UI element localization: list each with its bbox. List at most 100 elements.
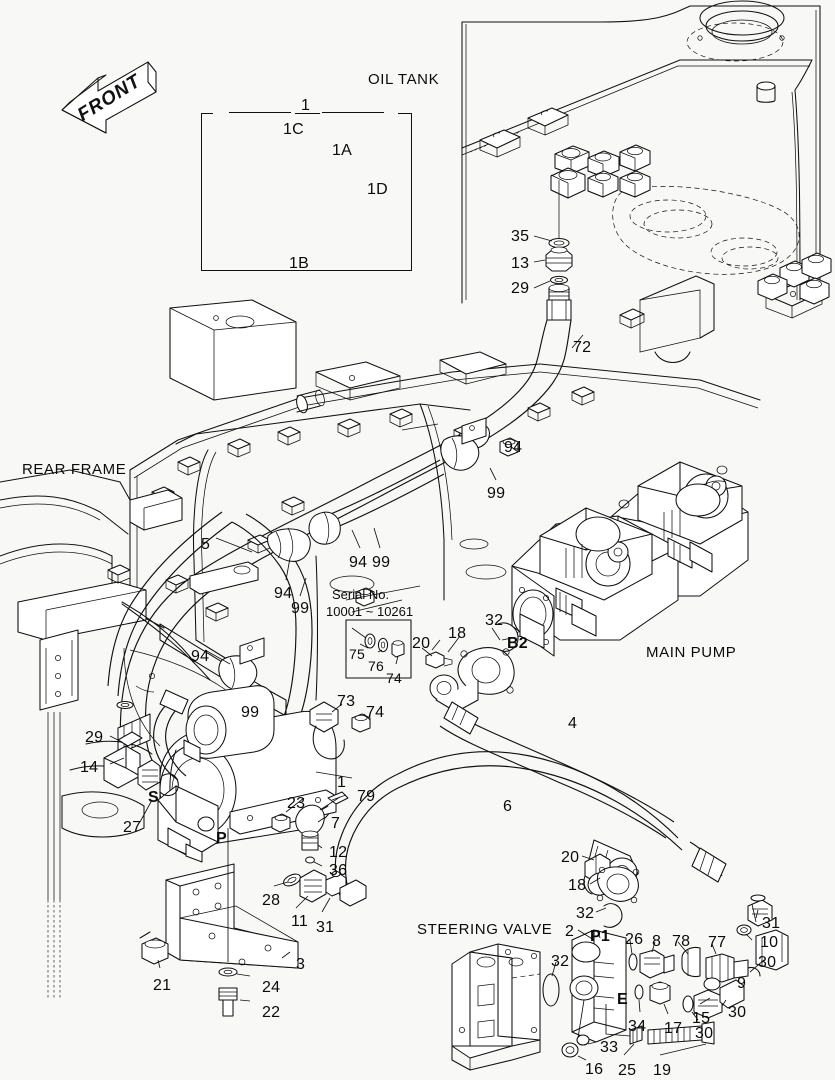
main-pump-assembly bbox=[511, 461, 749, 657]
washer-24 bbox=[218, 967, 251, 977]
hoses-4-and-6 bbox=[334, 701, 727, 903]
callout-76: 76 bbox=[368, 658, 384, 674]
callout-15-58: 15 bbox=[692, 1010, 711, 1027]
leader-lines-frame bbox=[204, 445, 519, 723]
callout-1D: 1D bbox=[367, 181, 388, 198]
callout-2-42: 2 bbox=[565, 923, 575, 940]
callout-19-62: 19 bbox=[653, 1062, 672, 1079]
mounting-bracket-3 bbox=[165, 863, 299, 969]
callout-28-32: 28 bbox=[262, 892, 281, 909]
callout-20-39: 20 bbox=[561, 849, 580, 866]
section-label-steering-valve: STEERING VALVE bbox=[417, 921, 553, 938]
callout-79-27: 79 bbox=[357, 788, 376, 805]
callout-78-46: 78 bbox=[672, 933, 691, 950]
callout-29-21: 29 bbox=[85, 729, 104, 746]
callout-24-37: 24 bbox=[262, 979, 281, 996]
callout-32-13: 32 bbox=[485, 612, 504, 629]
front-arrow-icon bbox=[61, 61, 157, 134]
callout-b2-16: B2 bbox=[507, 635, 528, 652]
bolt-21 bbox=[139, 931, 169, 969]
callout-94-7: 94 bbox=[349, 554, 368, 571]
callout-6-20: 6 bbox=[503, 798, 513, 815]
detail-box-rule-dash-left bbox=[229, 112, 291, 114]
callout-17-56: 17 bbox=[664, 1020, 683, 1037]
pump-inlet-flange-group bbox=[421, 622, 519, 713]
callout-3-35: 3 bbox=[296, 956, 306, 973]
callout-36-31: 36 bbox=[329, 862, 348, 879]
callout-18-40: 18 bbox=[568, 877, 587, 894]
pressure-switch-7 bbox=[295, 791, 349, 867]
hose-5 bbox=[107, 417, 519, 733]
section-label-rear-frame: REAR FRAME bbox=[22, 461, 127, 478]
leader-lines-tank bbox=[533, 235, 584, 349]
callout-s-23: S bbox=[148, 789, 159, 806]
callout-32-41: 32 bbox=[576, 905, 595, 922]
callout-e-54: E bbox=[617, 991, 628, 1008]
eyelet-bracket-73 bbox=[309, 701, 371, 760]
callout-31-49: 31 bbox=[762, 915, 781, 932]
serial-no-label: Serial No. bbox=[332, 587, 390, 602]
callout-23-26: 23 bbox=[287, 795, 306, 812]
callout-21-36: 21 bbox=[153, 977, 172, 994]
section-label-main-pump: MAIN PUMP bbox=[646, 644, 737, 661]
detail-box-title-rule-left bbox=[213, 113, 295, 115]
callout-20-15: 20 bbox=[412, 635, 431, 652]
tank-inspection-plates bbox=[612, 185, 800, 275]
callout-34-55: 34 bbox=[628, 1018, 647, 1035]
callout-32-53: 32 bbox=[551, 953, 570, 970]
leader-lines-pump bbox=[109, 735, 353, 838]
callout-1A: 1A bbox=[332, 142, 352, 159]
callout-75: 75 bbox=[349, 646, 365, 662]
serial-no-box-contents bbox=[345, 619, 412, 679]
callout-10-50: 10 bbox=[760, 934, 779, 951]
callout-1B: 1B bbox=[289, 255, 309, 272]
callout-94-11: 94 bbox=[191, 648, 210, 665]
elbow-fitting-14 bbox=[103, 700, 179, 797]
callout-18-14: 18 bbox=[448, 625, 467, 642]
pump-assembly-detail-box bbox=[201, 113, 412, 271]
callout-72-3: 72 bbox=[573, 339, 592, 356]
callout-13-1: 13 bbox=[511, 255, 530, 272]
callout-4-19: 4 bbox=[568, 715, 578, 732]
callout-8-45: 8 bbox=[652, 933, 662, 950]
callout-22-38: 22 bbox=[262, 1004, 281, 1021]
callout-30-57: 30 bbox=[695, 1025, 714, 1042]
callout-16-60: 16 bbox=[585, 1061, 604, 1078]
callout-11-33: 11 bbox=[291, 913, 309, 930]
charge-pump-assembly bbox=[103, 685, 371, 1017]
detail-box-title-rule-right bbox=[320, 113, 398, 115]
callout-99-8: 99 bbox=[372, 554, 391, 571]
port-fittings-lower bbox=[273, 869, 367, 913]
callout-p-29: P bbox=[216, 830, 227, 847]
callout-94-9: 94 bbox=[274, 585, 293, 602]
callout-99-10: 99 bbox=[291, 600, 310, 617]
callout-29-2: 29 bbox=[511, 280, 530, 297]
callout-9-48: 9 bbox=[737, 975, 747, 992]
serial-no-range: 10001 ~ 10261 bbox=[326, 604, 414, 619]
callout-74-18: 74 bbox=[366, 704, 385, 721]
oil-tank-body bbox=[461, 0, 823, 319]
callout-33-59: 33 bbox=[600, 1039, 619, 1056]
callout-31-34: 31 bbox=[316, 919, 335, 936]
callout-30-52: 30 bbox=[728, 1004, 747, 1021]
callout-94-4: 94 bbox=[504, 439, 523, 456]
bolt-22 bbox=[218, 987, 251, 1017]
callout-1-detail-title: 1 bbox=[301, 97, 311, 114]
callout-99-12: 99 bbox=[241, 704, 260, 721]
callout-1C: 1C bbox=[283, 121, 304, 138]
steering-valve-assembly bbox=[451, 853, 789, 1071]
callout-p1-43: P1 bbox=[590, 928, 610, 945]
tank-filler-cap bbox=[686, 0, 785, 62]
callout-73-17: 73 bbox=[337, 693, 356, 710]
callout-27-24: 27 bbox=[123, 819, 142, 836]
callout-5-6: 5 bbox=[201, 536, 211, 553]
callout-35-0: 35 bbox=[511, 228, 530, 245]
tank-bolt-cluster bbox=[479, 81, 832, 364]
callout-30-51: 30 bbox=[758, 954, 777, 971]
callout-26-44: 26 bbox=[625, 931, 644, 948]
callout-77-47: 77 bbox=[708, 934, 727, 951]
detail-box-rule-dash-right bbox=[322, 112, 384, 114]
callout-14-22: 14 bbox=[80, 759, 99, 776]
